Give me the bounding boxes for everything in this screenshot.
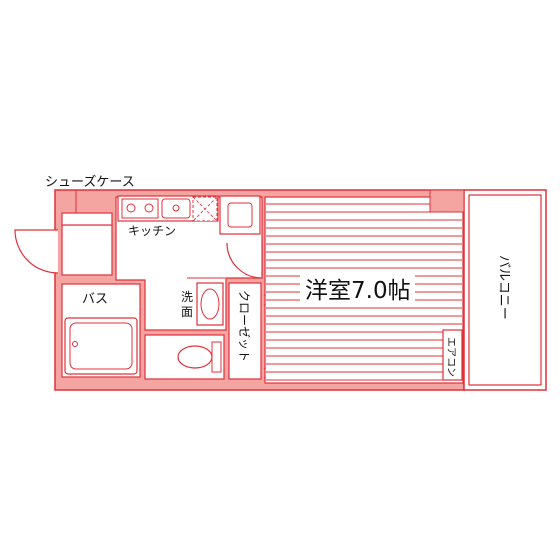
- bath-label: バス: [82, 292, 108, 307]
- wash-basin-bowl: [200, 288, 220, 320]
- burner-right: [144, 203, 154, 213]
- aircon-label: エアコン: [445, 337, 456, 377]
- bathtub: [64, 317, 138, 375]
- fridge-cross-2: [192, 196, 218, 222]
- closet-label: クローゼット: [237, 290, 251, 362]
- room-corner-pillar: [429, 189, 465, 213]
- burner-left: [126, 203, 136, 213]
- kitchen-sink: [161, 198, 191, 219]
- room-door-swing: [226, 242, 263, 279]
- balcony-inner: [468, 194, 542, 386]
- toilet-bowl: [177, 345, 213, 369]
- kitchen-label: キッチン: [128, 224, 176, 238]
- bathtub-drain: [72, 341, 78, 347]
- room-label: 洋室7.0帖: [305, 278, 411, 304]
- sink-drain: [172, 204, 180, 212]
- balcony: [463, 189, 547, 391]
- room-label-bg: [300, 270, 415, 306]
- shoe-case: [61, 212, 113, 226]
- flooring-stripes: [266, 203, 462, 381]
- shoe-case-label: シューズケース: [45, 174, 135, 190]
- balcony-label: バルコニー: [496, 255, 511, 320]
- washing-machine: [219, 195, 261, 235]
- washing-machine-drum: [227, 202, 253, 228]
- washroom-label-2: 面: [181, 305, 193, 319]
- entrance-floor: [61, 224, 113, 276]
- entry-door-swing: [14, 229, 59, 274]
- toilet-tank: [211, 341, 222, 373]
- washroom-label-1: 洗: [181, 290, 193, 304]
- bathtub-inner: [69, 322, 133, 370]
- closet: [228, 282, 262, 380]
- aircon-unit: [442, 329, 463, 381]
